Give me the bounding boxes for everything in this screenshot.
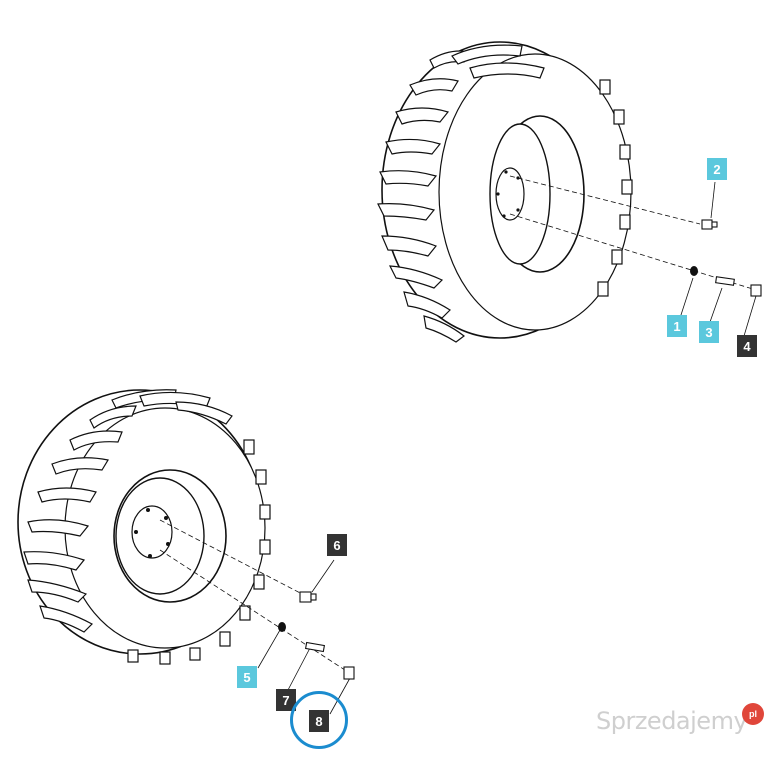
callout-1: 1 [667,315,687,337]
bottom-nut [343,666,355,680]
watermark-text: Sprzedajemy [596,707,748,735]
callout-3: 3 [699,321,719,343]
callout-6: 6 [327,534,347,556]
top-stud [715,276,735,286]
top-bolt [701,219,718,230]
bottom-stud [304,641,326,653]
bottom-washer [278,622,286,632]
callout-2: 2 [707,158,727,180]
top-wheel [377,41,762,343]
callout-4: 4 [737,335,757,357]
top-washer [690,266,698,276]
callout-5: 5 [237,666,257,688]
bottom-bolt [299,591,317,603]
bottom-wheel [17,389,355,715]
top-tread-lugs [377,44,545,343]
bottom-hub [131,505,173,559]
bottom-tread-lugs [23,389,233,633]
top-hub [495,167,525,221]
top-nut [750,284,762,297]
highlight-circle [290,691,348,749]
callout-7: 7 [276,689,296,711]
watermark-badge: pl [742,703,764,725]
